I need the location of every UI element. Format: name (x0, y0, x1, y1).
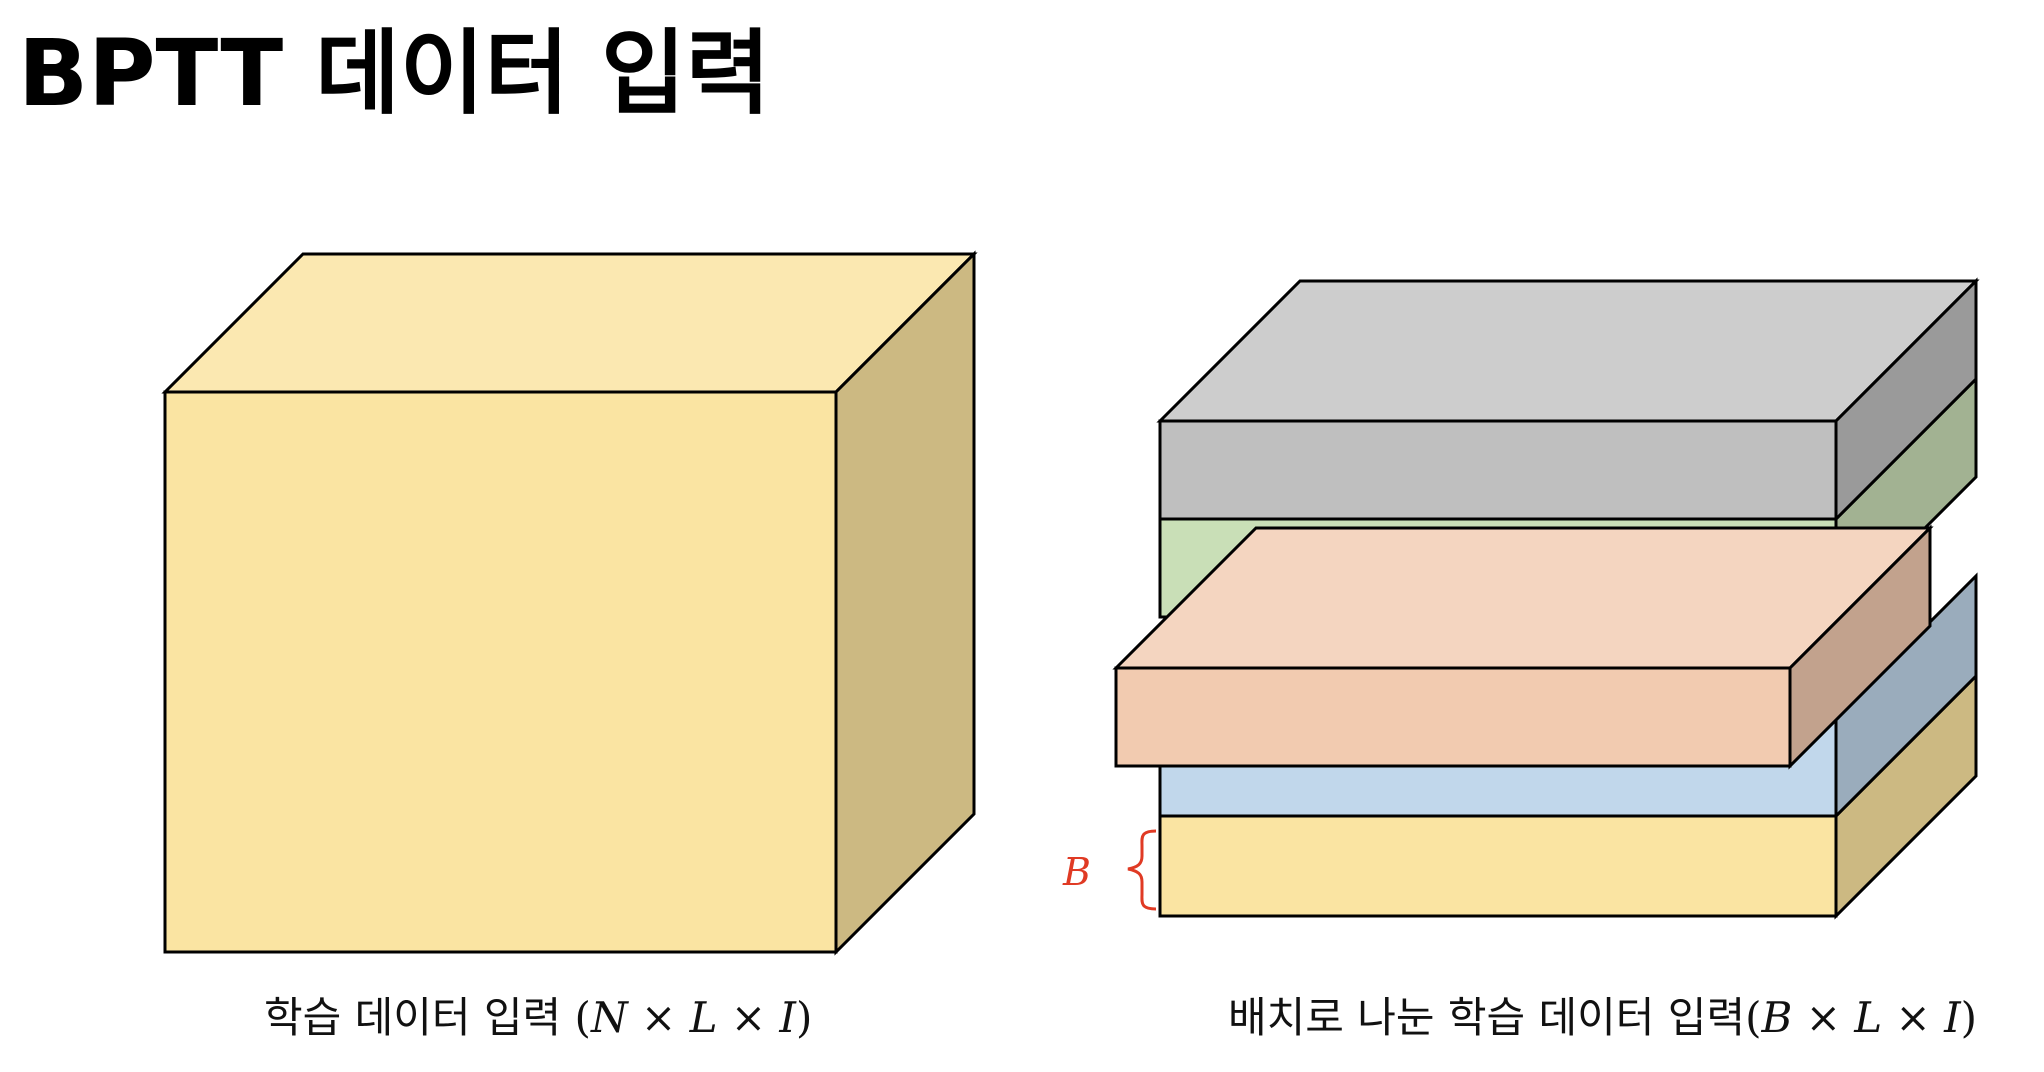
left-caption-close: ) (795, 993, 813, 1042)
yellow-slab-front (1158, 814, 1838, 918)
gray-slab-front (1158, 419, 1838, 521)
batch-brace (1127, 829, 1157, 911)
peach-slab-front (1114, 666, 1792, 768)
left-caption-n: N (590, 993, 628, 1042)
peach-slab-top (1112, 526, 1934, 670)
batch-slab-yellow (1158, 672, 1978, 920)
page-title: BPTT 데이터 입력 (18, 20, 771, 127)
cube-top-face (161, 252, 978, 394)
right-caption-i: I (1944, 993, 1961, 1042)
gray-slab-top (1156, 279, 1980, 423)
right-caption-b: B (1761, 993, 1793, 1042)
right-caption-text: 배치로 나눈 학습 데이터 입력 (1228, 993, 1746, 1042)
batch-slab-peach (1112, 524, 1934, 770)
left-caption-l: L (689, 993, 718, 1042)
right-caption-l: L (1854, 993, 1883, 1042)
left-caption-i: I (779, 993, 796, 1042)
right-caption-times-1: × (1792, 993, 1855, 1042)
right-caption: 배치로 나눈 학습 데이터 입력(B × L × I) (1228, 990, 1977, 1046)
left-caption-times-1: × (627, 993, 690, 1042)
left-caption-text: 학습 데이터 입력 (264, 993, 575, 1042)
left-caption-open: ( (574, 993, 591, 1042)
right-caption-open: ( (1745, 993, 1762, 1042)
batch-slab-gray (1156, 277, 1980, 523)
right-caption-times-2: × (1882, 993, 1945, 1042)
left-caption: 학습 데이터 입력 (N × L × I) (264, 990, 812, 1046)
batch-stack (1112, 277, 1980, 920)
training-data-cube (161, 250, 978, 956)
batch-size-label: B (1063, 850, 1091, 894)
cube-front-face (163, 390, 838, 954)
left-caption-times-2: × (717, 993, 780, 1042)
right-caption-close: ) (1960, 993, 1978, 1042)
